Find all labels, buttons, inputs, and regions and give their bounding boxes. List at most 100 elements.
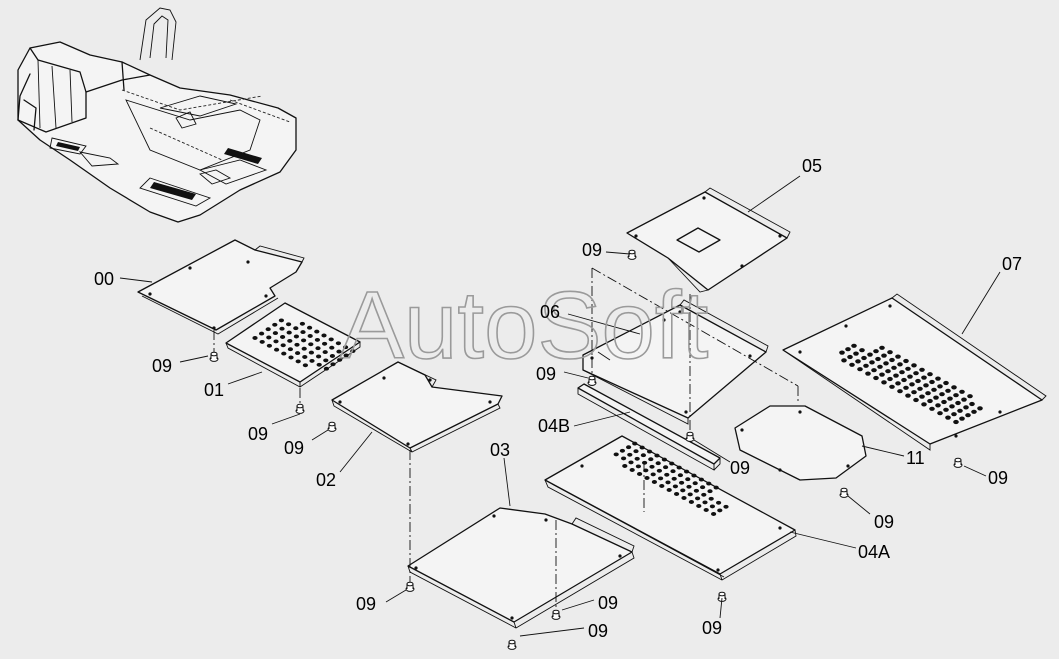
perforation-hole — [308, 342, 314, 347]
perforation-hole — [929, 379, 935, 385]
label-00: 00 — [94, 269, 114, 289]
perforation-hole — [923, 383, 929, 388]
part-04b-bar[interactable] — [577, 383, 721, 471]
label-09: 09 — [988, 468, 1008, 488]
perforation-hole — [905, 393, 911, 398]
perforation-hole — [881, 353, 887, 358]
perforation-hole — [659, 484, 665, 488]
perforation-hole — [316, 354, 322, 359]
bolt-09 — [327, 421, 337, 432]
perforation-hole — [302, 363, 308, 368]
perforation-hole — [301, 346, 307, 351]
perforation-hole — [899, 370, 905, 375]
perforation-hole — [879, 372, 885, 377]
part-03-plate[interactable] — [407, 507, 635, 629]
perforation-hole — [314, 329, 320, 334]
part-05-plate[interactable] — [626, 187, 791, 293]
label-06: 06 — [540, 302, 560, 322]
part-01-perforated-plate[interactable] — [225, 302, 361, 388]
perforation-hole — [707, 489, 713, 494]
perforation-hole — [663, 465, 669, 470]
perforation-hole — [867, 352, 873, 357]
perforation-hole — [941, 399, 947, 405]
perforation-hole — [907, 374, 913, 379]
perforation-hole — [680, 488, 686, 493]
perforation-hole — [939, 392, 945, 397]
perforation-hole — [671, 476, 677, 481]
perforation-hole — [640, 453, 647, 458]
perforation-hole — [861, 355, 867, 361]
perforation-hole — [891, 365, 897, 370]
perforation-hole — [913, 397, 919, 403]
perforation-hole — [963, 405, 969, 410]
part-06-plate[interactable] — [582, 299, 769, 425]
perforation-hole — [925, 391, 931, 396]
perforation-hole — [945, 415, 951, 420]
perforation-hole — [252, 336, 258, 340]
perforation-hole — [681, 496, 687, 500]
perforation-hole — [300, 330, 306, 335]
perforation-hole — [959, 416, 965, 421]
perforation-hole — [887, 350, 893, 355]
perforation-hole — [855, 359, 861, 364]
perforation-hole — [272, 322, 278, 327]
perforation-hole — [903, 358, 909, 364]
perforation-hole — [933, 395, 939, 400]
perforation-hole — [647, 449, 653, 454]
perforation-hole — [343, 345, 349, 350]
part-02-plate[interactable] — [331, 361, 503, 453]
perforation-hole — [656, 468, 663, 473]
perforation-hole — [859, 348, 865, 353]
perforation-hole — [335, 341, 341, 346]
perforation-hole — [648, 457, 654, 462]
bolt-09 — [551, 609, 561, 620]
perforation-hole — [343, 353, 349, 358]
perforation-hole — [698, 477, 705, 482]
perforation-hole — [889, 384, 895, 389]
perforation-hole — [903, 385, 909, 390]
perforation-hole — [921, 402, 927, 407]
perforation-hole — [322, 341, 328, 346]
perforation-hole — [911, 363, 917, 368]
perforation-hole — [666, 488, 672, 492]
perforation-hole — [265, 327, 271, 332]
perforation-hole — [651, 480, 658, 484]
part-00-plate[interactable] — [137, 239, 305, 335]
perforation-hole — [650, 472, 656, 477]
part-07-perforated-plate[interactable] — [782, 293, 1047, 451]
part-04a-perforated-plate[interactable] — [544, 435, 797, 581]
label-01: 01 — [204, 380, 224, 400]
perforation-hole — [676, 465, 682, 470]
perforation-hole — [649, 464, 655, 469]
perforation-hole — [670, 469, 676, 474]
perforation-hole — [709, 504, 716, 509]
watermark: AutoSoft — [340, 272, 708, 379]
perforation-hole — [293, 334, 299, 339]
label-09: 09 — [588, 621, 608, 641]
perforation-hole — [308, 350, 314, 355]
perforation-hole — [839, 350, 845, 355]
perforation-hole — [716, 500, 722, 505]
perforation-hole — [945, 388, 951, 393]
perforation-hole — [669, 461, 675, 466]
perforation-hole — [329, 354, 335, 358]
perforation-hole — [943, 407, 949, 412]
perforation-hole — [328, 337, 334, 342]
excavator-overview — [17, 7, 297, 223]
perforation-hole — [897, 362, 903, 367]
perforation-hole — [883, 361, 889, 366]
perforation-hole — [693, 488, 700, 493]
perforation-hole — [700, 485, 706, 490]
part-11-octagon-plate[interactable] — [734, 405, 867, 481]
perforation-hole — [629, 468, 635, 472]
perforation-hole — [915, 378, 921, 384]
bolt-09 — [587, 375, 597, 386]
perforation-hole — [634, 456, 640, 461]
bolt-09 — [627, 249, 637, 260]
perforation-hole — [302, 355, 308, 359]
perforation-hole — [893, 373, 899, 378]
perforation-hole — [955, 400, 961, 406]
perforation-hole — [642, 460, 648, 465]
perforation-hole — [287, 338, 293, 343]
label-09: 09 — [536, 364, 556, 384]
